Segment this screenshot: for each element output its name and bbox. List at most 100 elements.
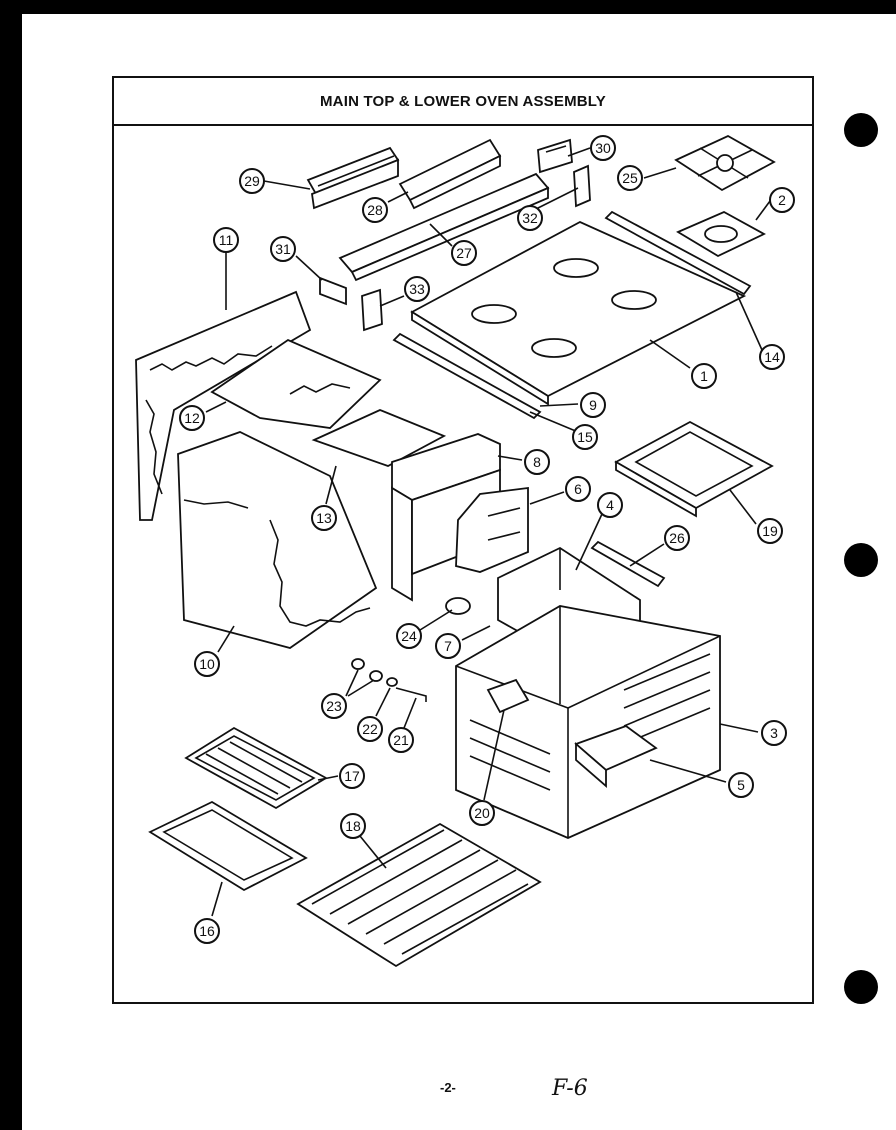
svg-text:9: 9 xyxy=(589,397,597,413)
svg-text:10: 10 xyxy=(199,656,215,672)
callout-1: 1 xyxy=(691,363,717,389)
svg-text:28: 28 xyxy=(367,202,383,218)
svg-text:2: 2 xyxy=(778,192,786,208)
callout-10: 10 xyxy=(194,651,220,677)
svg-text:31: 31 xyxy=(275,241,291,257)
callout-23: 23 xyxy=(321,693,347,719)
part-15-front-trim xyxy=(392,332,542,420)
callout-8: 8 xyxy=(524,449,550,475)
callout-6: 6 xyxy=(565,476,591,502)
part-32-bracket xyxy=(573,164,591,208)
callout-20: 20 xyxy=(469,800,495,826)
callout-19: 19 xyxy=(757,518,783,544)
svg-text:25: 25 xyxy=(622,170,638,186)
callout-26: 26 xyxy=(664,525,690,551)
part-3-oven-liner xyxy=(455,605,721,839)
part-18-oven-rack xyxy=(296,822,542,968)
svg-text:18: 18 xyxy=(345,818,361,834)
part-20-bracket xyxy=(486,678,530,714)
svg-text:11: 11 xyxy=(219,232,234,248)
callout-2: 2 xyxy=(769,187,795,213)
svg-text:3: 3 xyxy=(770,725,778,741)
part-22-washer xyxy=(386,677,398,687)
diagram-frame: MAIN TOP & LOWER OVEN ASSEMBLY xyxy=(112,76,814,1004)
callout-32: 32 xyxy=(517,205,543,231)
svg-text:30: 30 xyxy=(595,140,611,156)
svg-text:12: 12 xyxy=(184,410,200,426)
svg-text:7: 7 xyxy=(444,638,452,654)
callout-28: 28 xyxy=(362,197,388,223)
diagram-title: MAIN TOP & LOWER OVEN ASSEMBLY xyxy=(319,92,607,110)
part-11-insulation xyxy=(135,290,312,521)
part-2-burner-bowl xyxy=(676,210,766,258)
part-12-insulation xyxy=(210,338,382,429)
svg-text:32: 32 xyxy=(522,210,538,226)
part-23-nut xyxy=(351,658,383,682)
part-25-burner-grate xyxy=(674,134,776,192)
svg-text:19: 19 xyxy=(762,523,778,539)
svg-text:16: 16 xyxy=(199,923,215,939)
svg-text:17: 17 xyxy=(344,768,360,784)
part-29-trim-strip xyxy=(306,146,400,210)
part-6-burner-baffle xyxy=(455,486,529,573)
svg-text:24: 24 xyxy=(401,628,417,644)
callout-16: 16 xyxy=(194,918,220,944)
svg-text:20: 20 xyxy=(474,805,490,821)
callout-22: 22 xyxy=(357,716,383,742)
callout-11: 11 xyxy=(213,227,239,253)
part-31-bracket xyxy=(319,276,347,306)
callout-29: 29 xyxy=(239,168,265,194)
part-13-insulation xyxy=(311,409,447,467)
callout-25: 25 xyxy=(617,165,643,191)
part-10-insulation-blanket xyxy=(177,431,378,649)
callout-30: 30 xyxy=(590,135,616,161)
callout-9: 9 xyxy=(580,392,606,418)
part-33-bracket xyxy=(361,288,383,332)
svg-text:5: 5 xyxy=(737,777,745,793)
binder-hole-bottom xyxy=(844,970,878,1004)
callout-12: 12 xyxy=(179,405,205,431)
svg-text:26: 26 xyxy=(669,530,685,546)
svg-text:4: 4 xyxy=(606,497,614,513)
callout-13: 13 xyxy=(311,505,337,531)
leader-lines xyxy=(205,147,771,917)
svg-text:21: 21 xyxy=(393,732,409,748)
callout-24: 24 xyxy=(396,623,422,649)
part-27-back-panel xyxy=(338,172,550,282)
part-5-broiler-drawer xyxy=(574,724,658,788)
binder-hole-top xyxy=(844,113,878,147)
callout-18: 18 xyxy=(340,813,366,839)
svg-text:29: 29 xyxy=(244,173,260,189)
svg-text:6: 6 xyxy=(574,481,582,497)
svg-text:27: 27 xyxy=(456,245,472,261)
part-1-main-top xyxy=(410,220,747,406)
callout-27: 27 xyxy=(451,240,477,266)
part-28-back-guard xyxy=(398,138,502,210)
svg-text:13: 13 xyxy=(316,510,332,526)
callout-17: 17 xyxy=(339,763,365,789)
part-19-panel xyxy=(614,420,774,518)
part-17-broiler-grid xyxy=(184,726,328,810)
callout-3: 3 xyxy=(761,720,787,746)
callout-15: 15 xyxy=(572,424,598,450)
callout-33: 33 xyxy=(404,276,430,302)
page-number: -2- xyxy=(440,1080,456,1095)
svg-text:8: 8 xyxy=(533,454,541,470)
svg-text:14: 14 xyxy=(764,349,780,365)
svg-text:23: 23 xyxy=(326,698,342,714)
diagram-sheet xyxy=(22,14,896,1130)
part-21-spring-clip xyxy=(395,687,427,702)
handwritten-note: F-6 xyxy=(552,1076,588,1101)
svg-text:22: 22 xyxy=(362,721,378,737)
callout-31: 31 xyxy=(270,236,296,262)
part-26-trim-strip xyxy=(590,540,666,588)
callout-21: 21 xyxy=(388,727,414,753)
callout-4: 4 xyxy=(597,492,623,518)
title-bar: MAIN TOP & LOWER OVEN ASSEMBLY xyxy=(114,78,812,126)
part-16-broiler-pan xyxy=(148,800,308,892)
binder-hole-middle xyxy=(844,543,878,577)
svg-text:1: 1 xyxy=(700,368,708,384)
part-30-bracket xyxy=(537,138,573,174)
callout-7: 7 xyxy=(435,633,461,659)
callout-14: 14 xyxy=(759,344,785,370)
